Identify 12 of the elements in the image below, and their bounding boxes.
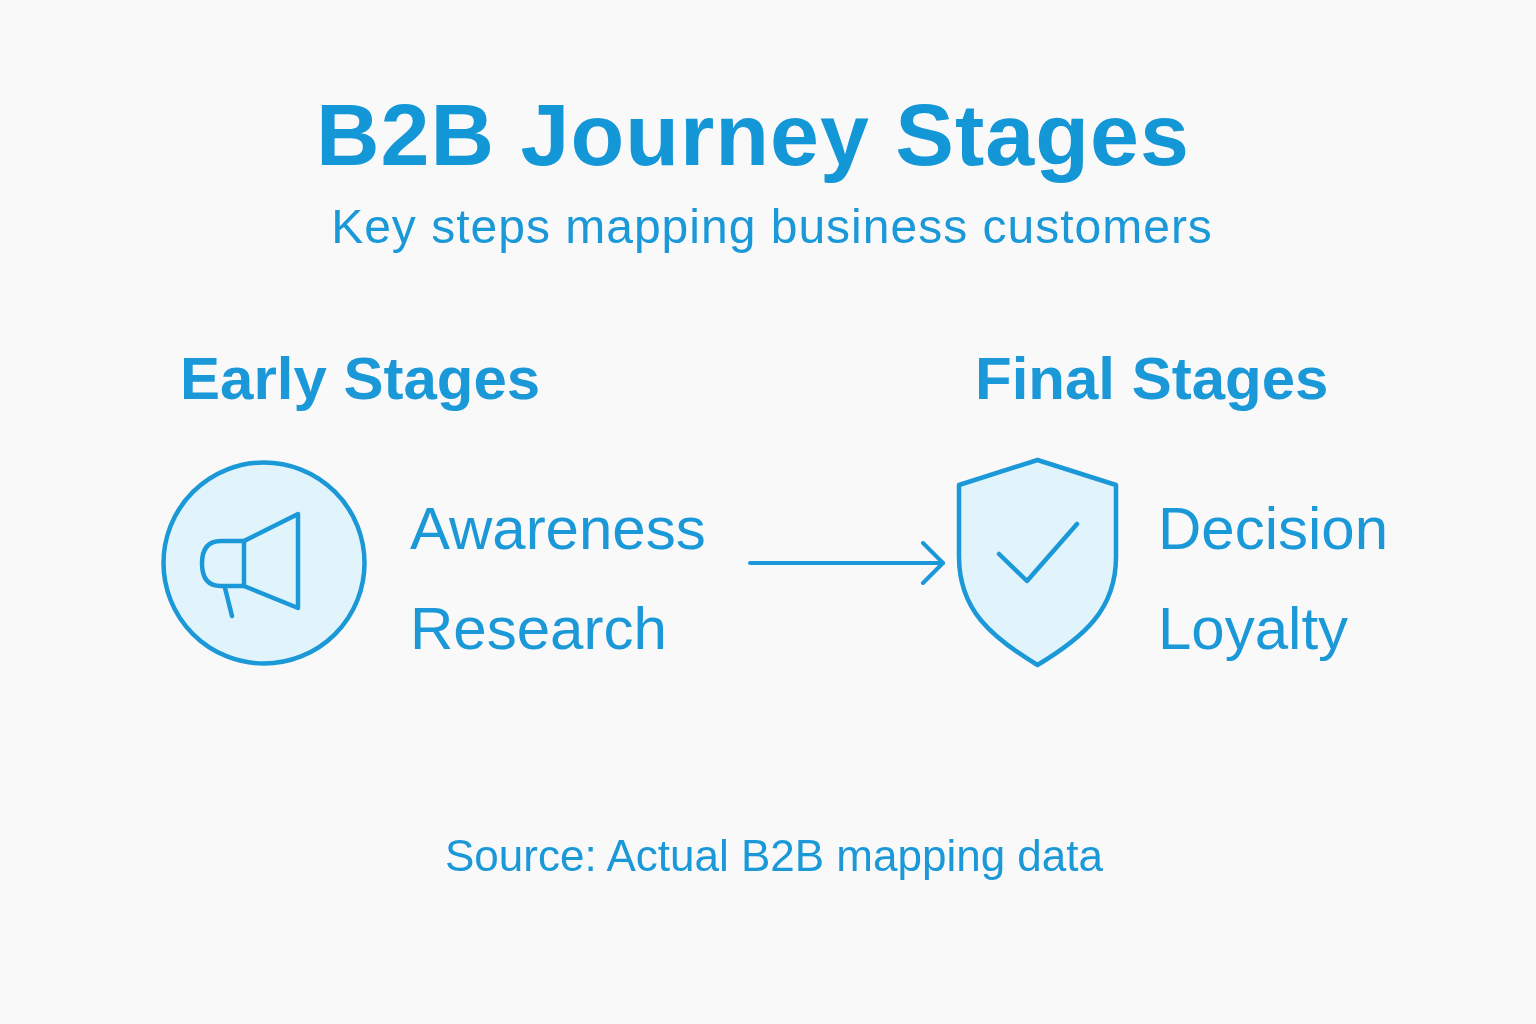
- section-heading: Early Stages: [180, 344, 541, 414]
- megaphone-icon: [161, 460, 367, 666]
- stage-name: Decision: [1158, 494, 1389, 564]
- stage-name: Research: [410, 594, 667, 664]
- title: B2B Journey Stages: [315, 84, 1191, 186]
- section-heading: Final Stages: [975, 344, 1329, 414]
- arrow: [748, 541, 945, 585]
- subtitle: Key steps mapping business customers: [330, 199, 1214, 255]
- source-note: Source: Actual B2B mapping data: [444, 830, 1104, 882]
- stage-name: Loyalty: [1158, 594, 1349, 664]
- stage-name: Awareness: [410, 494, 706, 564]
- shield-check-icon: [955, 457, 1120, 669]
